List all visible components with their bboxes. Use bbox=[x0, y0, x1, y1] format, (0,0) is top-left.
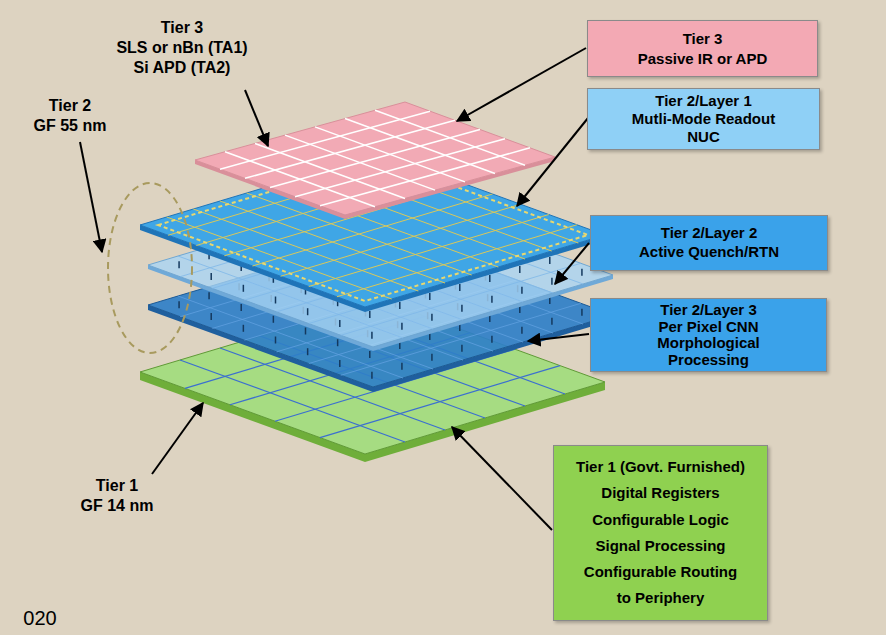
tier-label: Tier 3 bbox=[82, 18, 282, 38]
via-pin bbox=[305, 328, 307, 335]
tier3-plane bbox=[195, 102, 555, 215]
via-pin bbox=[275, 297, 277, 304]
via-pin bbox=[210, 273, 212, 280]
via-pin bbox=[275, 337, 277, 344]
grid-line bbox=[295, 139, 505, 197]
leader-line bbox=[555, 243, 589, 284]
via-pin bbox=[337, 339, 339, 346]
tier-label: Tier 1 bbox=[17, 476, 217, 496]
via-pin bbox=[243, 325, 245, 332]
via-pin bbox=[369, 311, 371, 318]
via-pin bbox=[339, 360, 341, 367]
leader-line bbox=[528, 334, 589, 341]
via-pin bbox=[371, 332, 373, 339]
callout-box: Tier 2/Layer 2Active Quench/RTN bbox=[590, 215, 828, 271]
tier-label: SLS or nBn (TA1) bbox=[82, 38, 282, 58]
via-pin bbox=[371, 372, 373, 379]
via-pin bbox=[461, 305, 463, 312]
grid-line bbox=[180, 360, 405, 442]
box-text: Passive IR or APD bbox=[596, 49, 810, 69]
grid-line bbox=[320, 148, 530, 206]
via-pin bbox=[491, 336, 493, 343]
box-heading: Tier 2/Layer 2 bbox=[597, 224, 821, 243]
via-pin bbox=[459, 284, 461, 291]
tier-label: GF 14 nm bbox=[17, 496, 217, 516]
via-pin bbox=[243, 285, 245, 292]
callout-box: Tier 3Passive IR or APD bbox=[587, 20, 818, 77]
via-pin bbox=[339, 320, 341, 327]
grid-line bbox=[220, 111, 430, 169]
box-heading: Tier 2/Layer 1 bbox=[594, 92, 813, 110]
tier3-layer bbox=[195, 102, 555, 219]
via-pin bbox=[521, 327, 523, 334]
leader-line bbox=[457, 48, 586, 121]
leader-line bbox=[80, 142, 102, 252]
tier2-bracket bbox=[108, 183, 192, 353]
leader-line bbox=[452, 427, 552, 530]
box-text: Mutli-Mode Readout NUC bbox=[624, 110, 784, 146]
via-pin bbox=[399, 302, 401, 309]
via-pin bbox=[461, 345, 463, 352]
tier-label: Si APD (TA2) bbox=[82, 58, 282, 78]
via-pin bbox=[431, 354, 433, 361]
via-pin bbox=[551, 318, 553, 325]
tier-label: Tier 2 bbox=[0, 96, 170, 116]
callout-box: Tier 2/Layer 1Mutli-Mode Readout NUC bbox=[587, 88, 820, 150]
via-pin bbox=[551, 278, 553, 285]
box-heading: Tier 1 (Govt. Furnished) bbox=[560, 454, 761, 480]
via-pin bbox=[307, 348, 309, 355]
leader-line bbox=[152, 403, 203, 474]
via-pin bbox=[519, 266, 521, 273]
via-pin bbox=[178, 261, 180, 268]
leader-lines bbox=[80, 48, 589, 530]
grid-line bbox=[270, 130, 480, 188]
grid-line bbox=[337, 225, 577, 297]
grid-line bbox=[309, 215, 549, 287]
box-text: Active Quench/RTN bbox=[599, 243, 819, 262]
via-pin bbox=[273, 316, 275, 323]
cell-grid bbox=[220, 110, 530, 206]
via-pin bbox=[429, 293, 431, 300]
box-heading: Tier 2/Layer 3 bbox=[597, 302, 820, 319]
via-pin bbox=[401, 363, 403, 370]
leader-line bbox=[517, 118, 588, 206]
callout-box: Tier 1 (Govt. Furnished)Digital Register… bbox=[553, 445, 768, 621]
via-pin bbox=[431, 314, 433, 321]
via-pin bbox=[178, 301, 180, 308]
figure-number: 020 bbox=[0, 606, 140, 630]
leader-line bbox=[245, 90, 268, 146]
via-pin bbox=[521, 287, 523, 294]
via-pin bbox=[549, 257, 551, 264]
via-pin bbox=[307, 308, 309, 315]
via-pin bbox=[240, 304, 242, 311]
via-pin bbox=[369, 351, 371, 358]
via-pin bbox=[208, 292, 210, 299]
via-pin bbox=[581, 309, 583, 316]
box-text: Per Pixel CNN Morphological Processing bbox=[644, 319, 774, 369]
via-pin bbox=[210, 313, 212, 320]
callout-box: Tier 2/Layer 3Per Pixel CNN Morphologica… bbox=[590, 298, 827, 372]
box-text: Digital Registers Configurable Logic Sig… bbox=[581, 480, 741, 611]
via-pin bbox=[581, 269, 583, 276]
tier-label: GF 55 nm bbox=[0, 116, 170, 136]
via-pin bbox=[489, 275, 491, 282]
box-heading: Tier 3 bbox=[594, 29, 811, 49]
via-pin bbox=[401, 323, 403, 330]
via-pin bbox=[491, 296, 493, 303]
grid-line bbox=[245, 120, 455, 178]
